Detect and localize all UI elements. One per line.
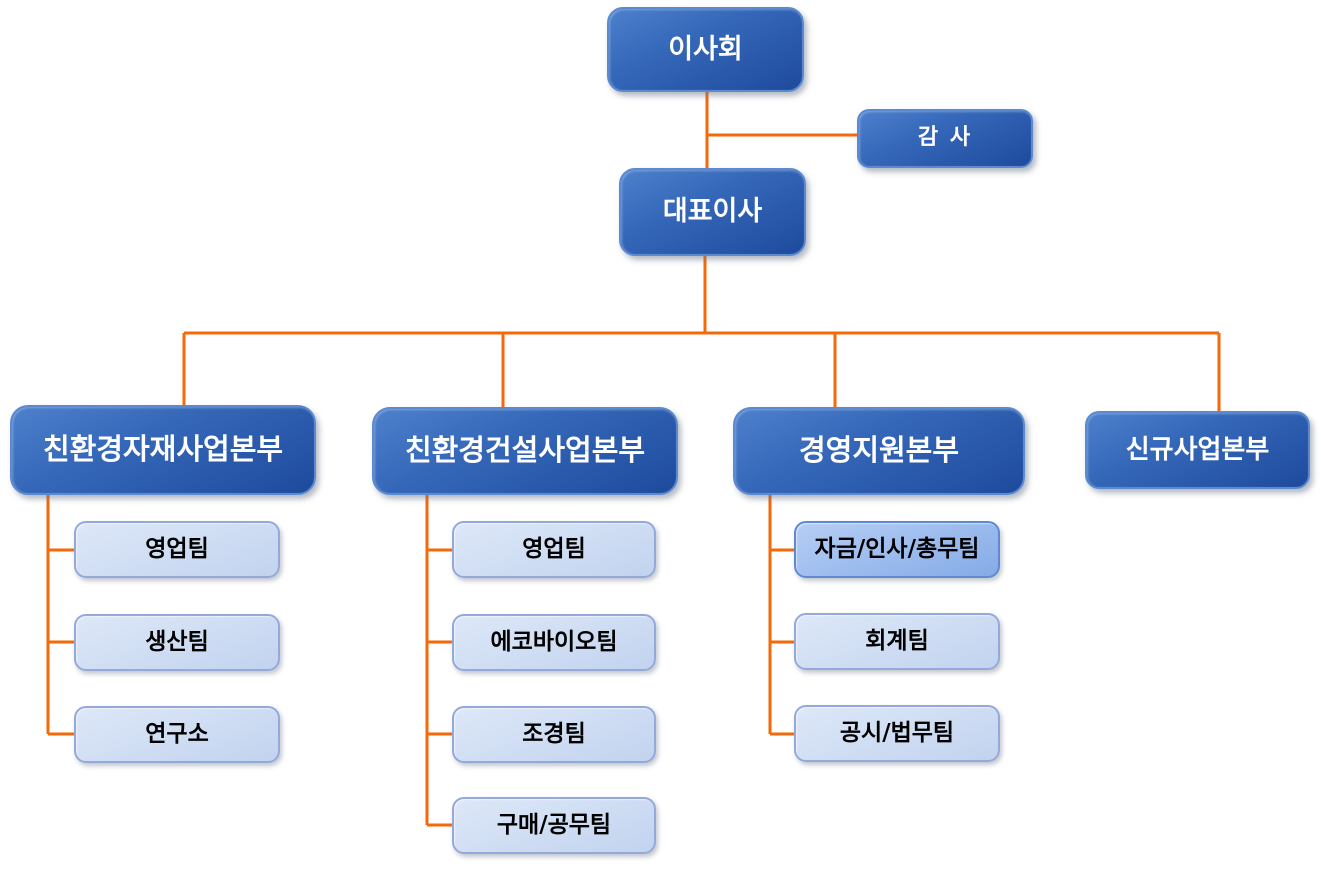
org-node-team-accounting: 회계팀 [794, 613, 1000, 670]
org-node-team-legal: 공시/법무팀 [794, 705, 1000, 762]
org-node-team-finance-hr: 자금/인사/총무팀 [794, 521, 1000, 578]
org-node-team-production: 생산팀 [74, 614, 280, 671]
org-node-division-4: 신규사업본부 [1085, 411, 1310, 489]
org-node-team-research: 연구소 [74, 706, 280, 763]
team-label: 에코바이오팀 [490, 628, 618, 655]
team-label: 구매/공무팀 [496, 811, 612, 838]
org-node-team-sales-2: 영업팀 [452, 521, 656, 578]
org-node-division-2: 친환경건설사업본부 [372, 407, 678, 495]
team-label: 회계팀 [865, 627, 929, 654]
org-node-team-ecobio: 에코바이오팀 [452, 614, 656, 671]
org-node-team-purchasing: 구매/공무팀 [452, 797, 656, 854]
org-node-ceo: 대표이사 [619, 168, 806, 256]
connector-division-1-teams [46, 494, 74, 736]
org-node-division-2-label: 친환경건설사업본부 [404, 433, 646, 468]
team-label: 영업팀 [145, 535, 209, 562]
org-node-team-sales-1: 영업팀 [74, 521, 280, 578]
org-node-board: 이사회 [607, 7, 804, 92]
team-label: 조경팀 [522, 720, 586, 747]
org-node-division-1: 친환경자재사업본부 [10, 405, 316, 495]
org-node-division-4-label: 신규사업본부 [1125, 434, 1270, 465]
team-label: 생산팀 [145, 628, 209, 655]
org-node-board-label: 이사회 [668, 33, 743, 65]
org-node-auditor-label: 감 사 [917, 125, 973, 151]
team-label: 자금/인사/총무팀 [814, 535, 980, 562]
org-node-division-3: 경영지원본부 [733, 407, 1025, 495]
connector-division-3-teams [768, 495, 794, 736]
org-node-ceo-label: 대표이사 [662, 196, 763, 228]
team-label: 연구소 [145, 720, 209, 747]
team-label: 공시/법무팀 [839, 719, 955, 746]
org-node-division-1-label: 친환경자재사업본부 [42, 432, 284, 467]
org-node-division-3-label: 경영지원본부 [798, 433, 960, 468]
org-node-team-landscaping: 조경팀 [452, 706, 656, 763]
connector-division-2-teams [425, 495, 452, 827]
org-node-auditor: 감 사 [857, 109, 1033, 168]
team-label: 영업팀 [522, 535, 586, 562]
